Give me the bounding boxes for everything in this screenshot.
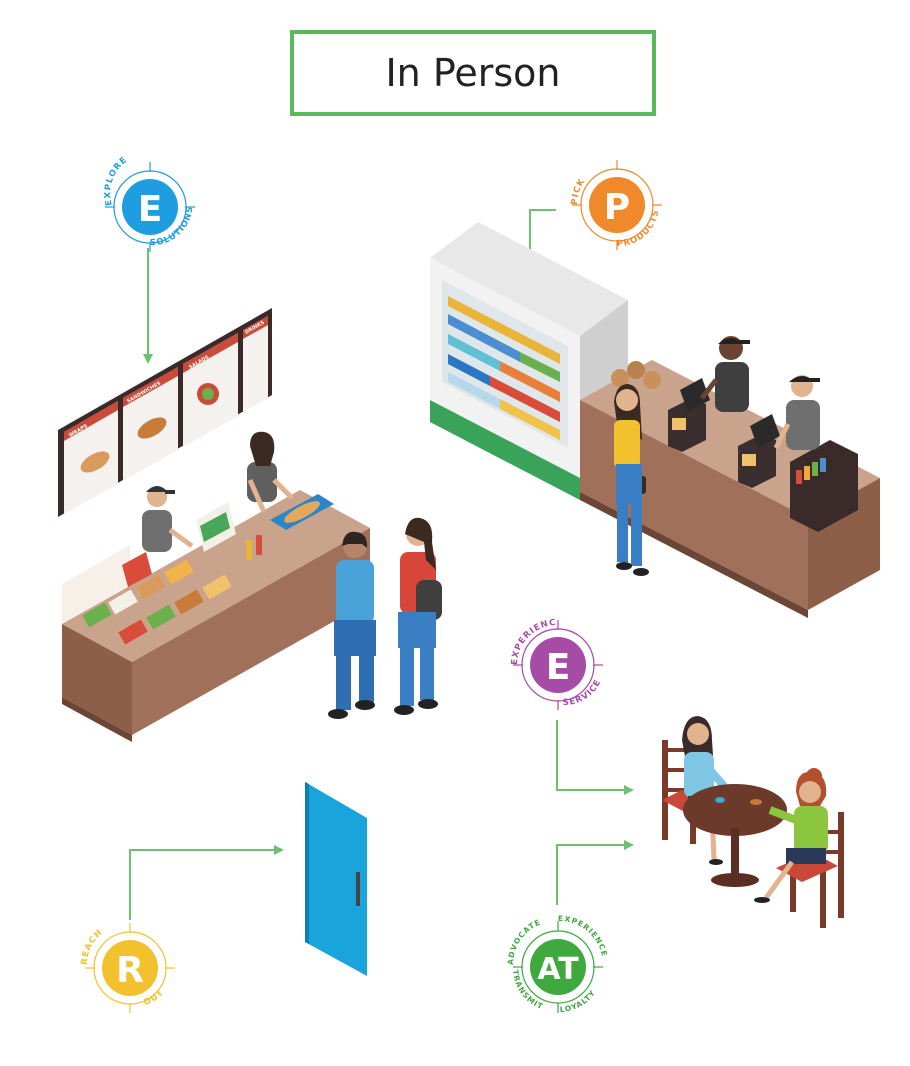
pick-products-badge: P PICK PRODUCTS [570, 160, 662, 250]
deli-worker-2 [247, 431, 294, 514]
cafe-table-scene [662, 716, 844, 928]
arrow-reach [129, 845, 284, 920]
deli-counter [62, 490, 370, 742]
reach-badge-circle [102, 940, 158, 996]
deli-worker-1 [142, 486, 194, 552]
explore-badge-letter: E [138, 189, 163, 230]
experience-badge-letter: E [546, 647, 571, 688]
pick-badge-letter: P [604, 187, 630, 228]
woman-green-sweater [754, 768, 828, 903]
cashier-worker-1 [700, 336, 750, 412]
drink-dispenser [790, 440, 858, 532]
customer-red-shirt [394, 517, 442, 715]
advocate-transmit-badge: AT ADVOCATE EXPERIENCE TRANSMIT LOYALTY [506, 914, 608, 1014]
explore-badge-circle [122, 179, 178, 235]
fridge-products [448, 296, 560, 440]
advocate-badge-circle [530, 939, 586, 995]
arrow-experience [556, 720, 634, 795]
door-handle [356, 872, 360, 906]
reach-out-badge: R REACH OUT [80, 923, 175, 1013]
arrow-advocate [556, 840, 634, 905]
backpack [416, 580, 442, 620]
title-box: In Person [290, 30, 656, 116]
entrance-door [305, 782, 367, 976]
customer-blue-shirt [328, 531, 376, 719]
customer-yellow-top [614, 384, 649, 576]
cash-register-2 [738, 414, 780, 488]
cashier-worker-2 [773, 375, 820, 450]
reach-badge-letter: R [116, 950, 144, 991]
page-title: In Person [385, 51, 561, 95]
round-table [683, 784, 787, 887]
svg-text:PICK: PICK [570, 177, 588, 206]
pick-badge-circle [589, 177, 645, 233]
advocate-badge-letter: AT [537, 952, 579, 987]
pick-ring-label: PICK [570, 177, 587, 206]
experience-badge-circle [530, 637, 586, 693]
menu-board: WRAPS SANDWICHES SALADS DRINKS [58, 308, 272, 517]
cash-register-1 [668, 378, 710, 452]
explore-solutions-badge: E EXPLORE SOLUTIONS [103, 155, 195, 252]
